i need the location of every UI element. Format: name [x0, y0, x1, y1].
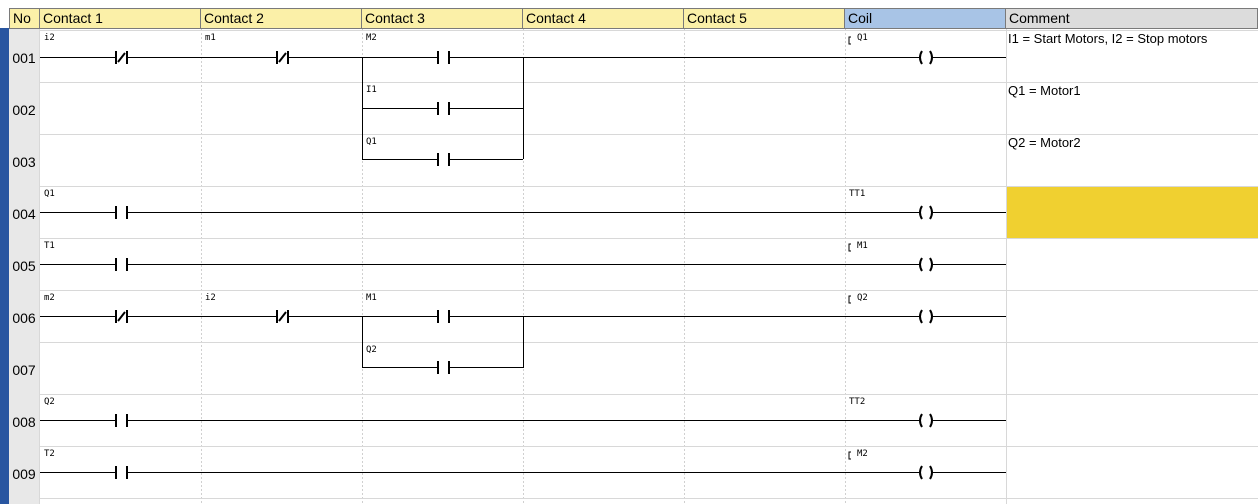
- row-number[interactable]: 004: [12, 206, 36, 222]
- row-number[interactable]: 003: [12, 154, 36, 170]
- row-number[interactable]: 005: [12, 258, 36, 274]
- coil-icon[interactable]: [919, 309, 933, 324]
- header-comment[interactable]: Comment: [1006, 8, 1258, 29]
- selected-comment-cell[interactable]: [1007, 187, 1258, 238]
- nc-contact-icon[interactable]: [276, 310, 289, 323]
- row-number-column: [9, 29, 39, 504]
- no-contact-icon[interactable]: [115, 466, 128, 479]
- contact-label: T1: [44, 241, 55, 251]
- header-coil[interactable]: Coil: [845, 8, 1006, 29]
- coil-icon[interactable]: [919, 465, 933, 480]
- row-number[interactable]: 001: [12, 50, 36, 66]
- contact-label: i2: [205, 293, 216, 303]
- no-contact-icon[interactable]: [437, 310, 450, 323]
- contact-label: M1: [366, 293, 377, 303]
- nc-contact-icon[interactable]: [115, 51, 128, 64]
- no-contact-icon[interactable]: [437, 361, 450, 374]
- row-number[interactable]: 006: [12, 310, 36, 326]
- contact-label: m1: [205, 33, 216, 43]
- no-contact-icon[interactable]: [437, 51, 450, 64]
- header-contact-1[interactable]: Contact 1: [40, 8, 201, 29]
- coil-icon[interactable]: [919, 205, 933, 220]
- contact-label: m2: [44, 293, 55, 303]
- coil-icon[interactable]: [919, 50, 933, 65]
- contact-label: i2: [44, 33, 55, 43]
- nc-contact-icon[interactable]: [276, 51, 289, 64]
- contact-label: I1: [366, 85, 377, 95]
- comment-cell[interactable]: I1 = Start Motors, I2 = Stop motors: [1008, 31, 1208, 46]
- coil-label: TT1: [849, 189, 866, 199]
- row-number[interactable]: 007: [12, 362, 36, 378]
- left-power-rail-frame: [0, 28, 9, 504]
- coil-label: M2: [857, 449, 868, 459]
- header-contact-3[interactable]: Contact 3: [362, 8, 523, 29]
- coil-label: Q1: [857, 33, 868, 43]
- no-contact-icon[interactable]: [437, 102, 450, 115]
- header-no[interactable]: No: [9, 8, 40, 29]
- contact-label: Q1: [366, 137, 377, 147]
- no-contact-icon[interactable]: [115, 206, 128, 219]
- comment-cell[interactable]: Q2 = Motor2: [1008, 135, 1081, 150]
- coil-label: M1: [857, 241, 868, 251]
- contact-label: Q2: [366, 345, 377, 355]
- contact-label: Q2: [44, 397, 55, 407]
- contact-label: M2: [366, 33, 377, 43]
- contact-label: Q1: [44, 189, 55, 199]
- contact-label: T2: [44, 449, 55, 459]
- no-contact-icon[interactable]: [115, 258, 128, 271]
- coil-label: TT2: [849, 397, 866, 407]
- row-number[interactable]: 008: [12, 414, 36, 430]
- coil-icon[interactable]: [919, 257, 933, 272]
- nc-contact-icon[interactable]: [115, 310, 128, 323]
- row-number[interactable]: 002: [12, 102, 36, 118]
- comment-cell[interactable]: Q1 = Motor1: [1008, 83, 1081, 98]
- row-number[interactable]: 009: [12, 466, 36, 482]
- header-contact-5[interactable]: Contact 5: [684, 8, 845, 29]
- coil-icon[interactable]: [919, 413, 933, 428]
- no-contact-icon[interactable]: [115, 414, 128, 427]
- coil-label: Q2: [857, 293, 868, 303]
- header-contact-2[interactable]: Contact 2: [201, 8, 362, 29]
- no-contact-icon[interactable]: [437, 153, 450, 166]
- header-contact-4[interactable]: Contact 4: [523, 8, 684, 29]
